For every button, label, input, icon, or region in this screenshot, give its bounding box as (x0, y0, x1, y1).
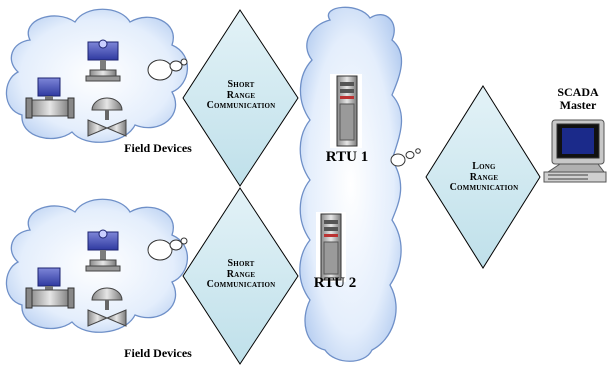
short-range-2-line2: Range (226, 268, 256, 280)
scada-master-label: SCADA Master (548, 86, 608, 111)
rtu-2-server-icon (316, 212, 346, 282)
short-range-diamond-2 (182, 187, 299, 365)
rtu-1-server-icon (330, 74, 362, 148)
scada-line2: Master (559, 97, 597, 112)
long-range-diamond (425, 85, 541, 269)
long-range-line3: Communication (449, 182, 519, 193)
flow-meter-icon (25, 77, 75, 119)
field-devices-label-1: Field Devices (124, 141, 192, 155)
flow-meter-icon (25, 267, 75, 309)
field-devices-label-2: Field Devices (124, 346, 192, 360)
short-range-1-line2: Range (226, 89, 256, 101)
rtu-1-label: RTU 1 (325, 149, 369, 165)
rtu-2-label: RTU 2 (313, 275, 357, 291)
short-range-1-line3: Communication (206, 100, 276, 111)
pressure-transmitter-icon (85, 39, 121, 82)
short-range-label-2: Short Range Communication (196, 258, 286, 291)
control-valve-icon (87, 97, 127, 137)
short-range-2-line1: Short (227, 258, 255, 269)
long-range-line1: Long (472, 161, 496, 172)
short-range-diamond-1 (182, 9, 299, 187)
pressure-transmitter-icon (85, 229, 121, 272)
short-range-2-line3: Communication (206, 279, 276, 290)
long-range-label: Long Range Communication (438, 161, 530, 194)
control-valve-icon (87, 287, 127, 327)
long-range-line2: Range (469, 171, 499, 183)
rtu-cloud (299, 6, 403, 362)
scada-computer-icon (543, 119, 607, 183)
short-range-label-1: Short Range Communication (196, 79, 286, 112)
short-range-1-line1: Short (227, 79, 255, 90)
rtu-thought-bubbles (390, 148, 421, 167)
scada-line1: SCADA (557, 85, 599, 99)
